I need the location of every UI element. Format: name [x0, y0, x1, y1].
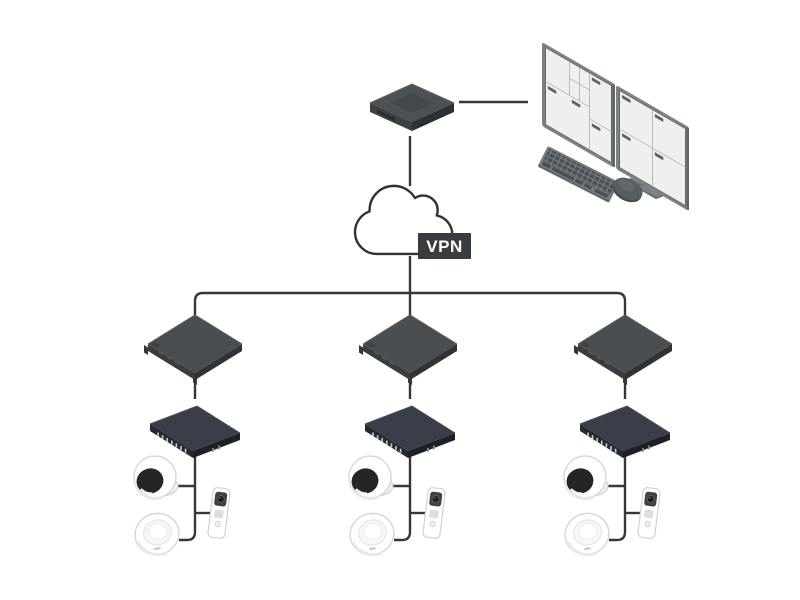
vpn-cloud: VPN — [355, 186, 471, 259]
recorder-ports — [377, 109, 395, 122]
mouse-icon — [612, 177, 643, 203]
quad-view-grid — [619, 95, 686, 187]
wires-layer — [193, 100, 627, 316]
vpn-label: VPN — [426, 237, 462, 256]
monitor-left-icon — [542, 43, 615, 168]
keyboard-icon — [538, 146, 619, 203]
site-2 — [346, 315, 457, 559]
dual-monitor-workstation-icon — [538, 43, 689, 211]
sites-layer — [131, 315, 672, 559]
vpn-badge — [418, 233, 471, 259]
site-1 — [131, 315, 242, 559]
site-bus-link — [193, 291, 627, 315]
recorder-appliance-icon — [369, 83, 455, 131]
monitor-right-icon — [616, 86, 689, 211]
video-wall-grid — [545, 61, 612, 151]
site-3 — [561, 315, 672, 559]
